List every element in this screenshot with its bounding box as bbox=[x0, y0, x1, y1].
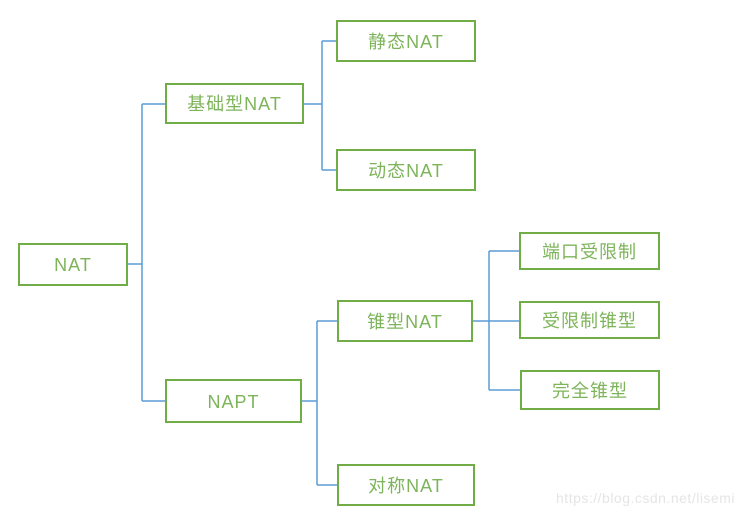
diagram-node-basic-nat: 基础型NAT bbox=[165, 83, 304, 124]
node-label-restricted-cone: 受限制锥型 bbox=[542, 310, 637, 331]
diagram-node-full-cone: 完全锥型 bbox=[520, 370, 660, 410]
diagram-node-napt: NAPT bbox=[165, 379, 302, 423]
csdn-watermark: https://blog.csdn.net/lisemi bbox=[556, 490, 735, 506]
node-label-nat: NAT bbox=[54, 255, 92, 275]
node-label-dynamic-nat: 动态NAT bbox=[368, 160, 444, 181]
diagram-node-dynamic-nat: 动态NAT bbox=[336, 149, 476, 191]
node-label-basic-nat: 基础型NAT bbox=[187, 94, 282, 114]
diagram-node-nat: NAT bbox=[18, 243, 128, 286]
node-label-static-nat: 静态NAT bbox=[368, 31, 444, 52]
node-label-port-restricted: 端口受限制 bbox=[542, 241, 637, 262]
node-label-cone-nat: 锥型NAT bbox=[367, 311, 443, 332]
diagram-node-symmetric-nat: 对称NAT bbox=[337, 464, 475, 506]
node-label-napt: NAPT bbox=[207, 391, 260, 412]
diagram-node-cone-nat: 锥型NAT bbox=[337, 300, 473, 342]
diagram-node-static-nat: 静态NAT bbox=[336, 20, 476, 62]
node-label-symmetric-nat: 对称NAT bbox=[368, 475, 444, 496]
node-label-full-cone: 完全锥型 bbox=[552, 380, 628, 401]
diagram-node-restricted-cone: 受限制锥型 bbox=[519, 301, 660, 339]
diagram-node-port-restricted: 端口受限制 bbox=[519, 232, 660, 270]
